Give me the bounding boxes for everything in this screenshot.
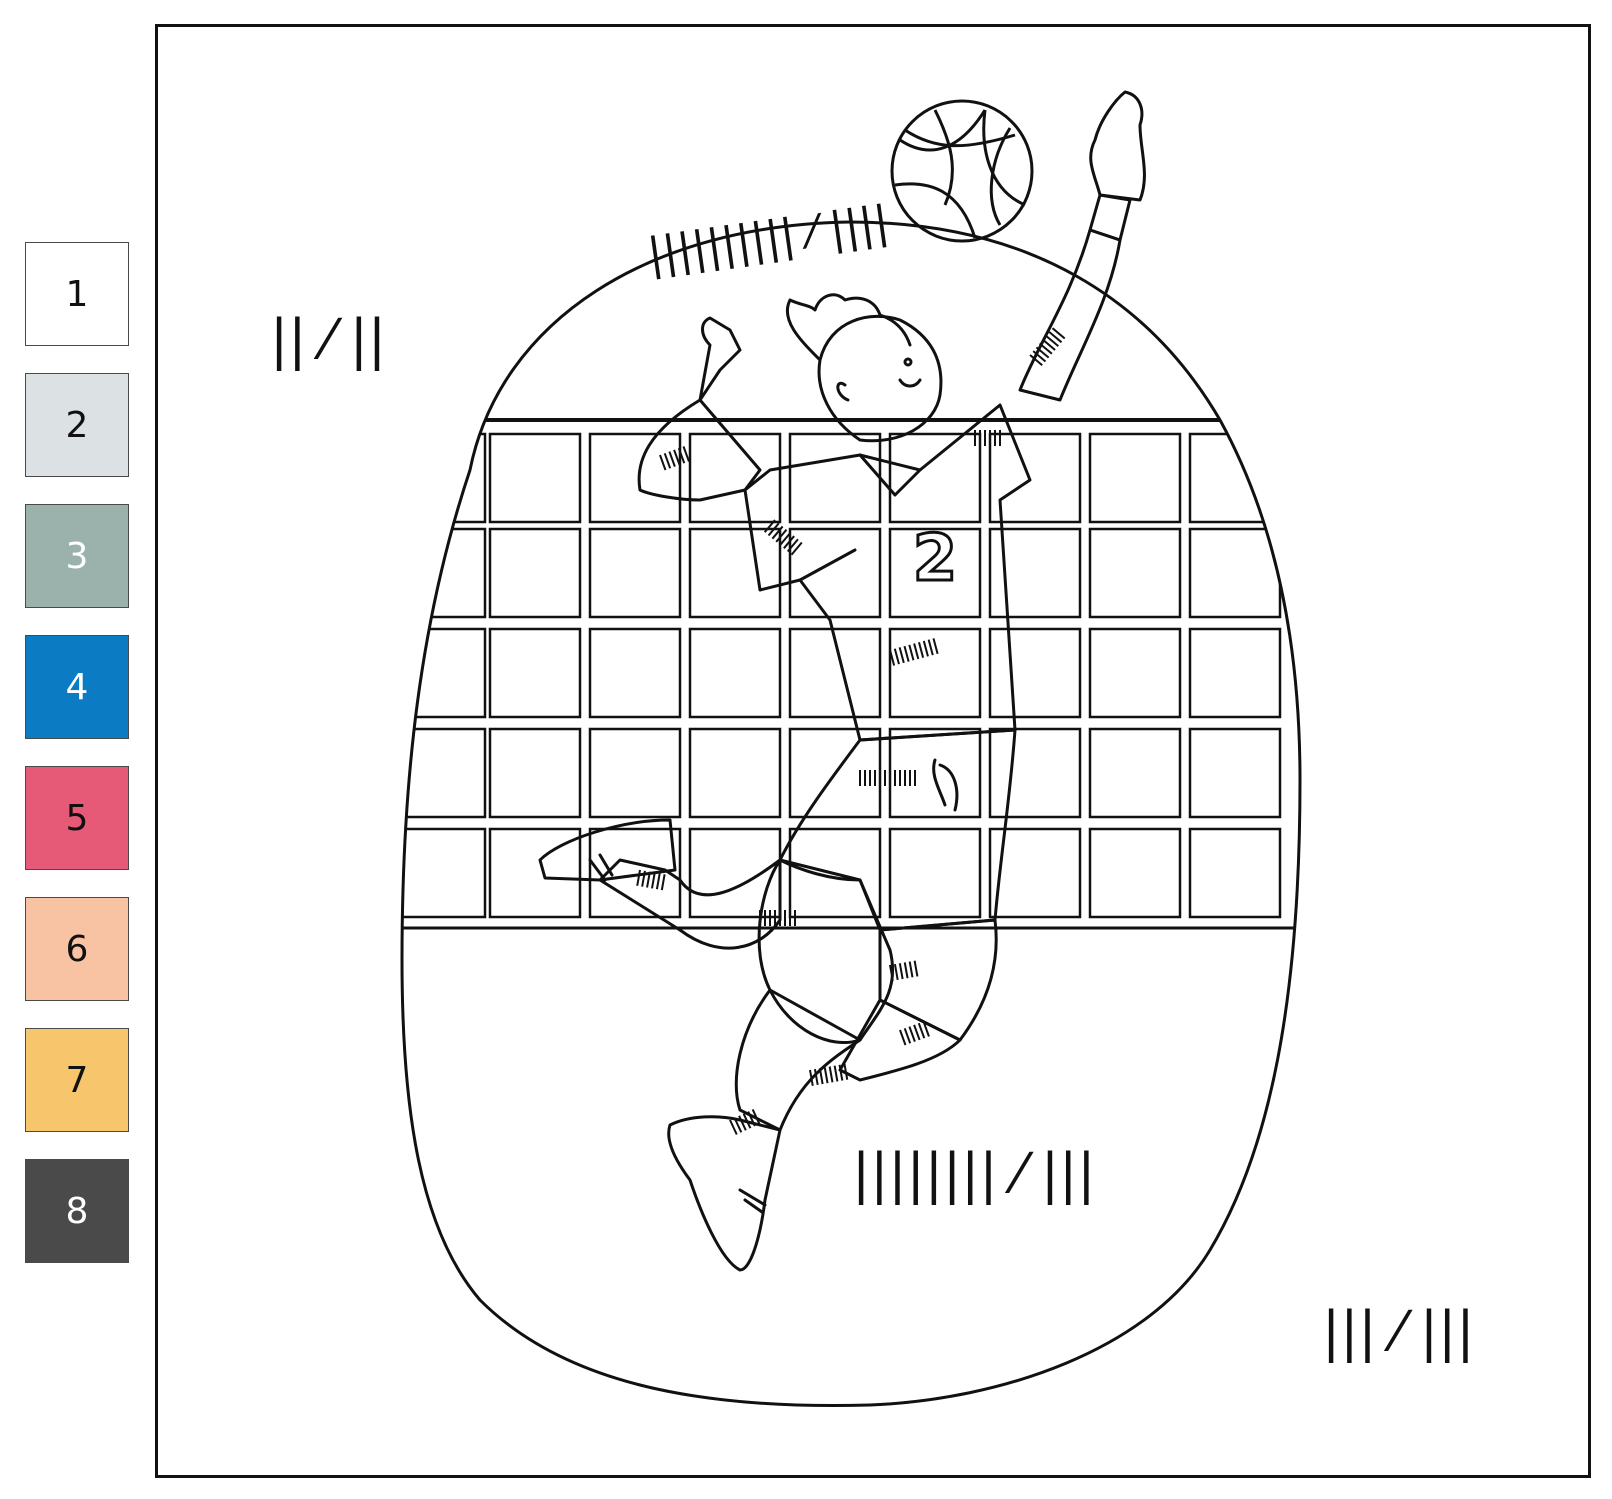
tally-top-left: || ⁄ || (270, 308, 387, 371)
hatch-marks (759, 910, 796, 926)
net-cell (688, 627, 782, 719)
color-swatch-3[interactable]: 3 (25, 504, 129, 608)
swatch-number: 2 (65, 404, 89, 446)
net-cell (488, 827, 582, 919)
swatch-number: 7 (65, 1059, 89, 1101)
net-cell (588, 727, 682, 819)
net-cell (788, 627, 882, 719)
hatch-marks (889, 960, 919, 981)
swatch-number: 6 (65, 928, 89, 970)
net-cell (588, 527, 682, 619)
swatch-number: 8 (65, 1190, 89, 1232)
hatch-marks (809, 1063, 849, 1086)
color-swatch-1[interactable]: 1 (25, 242, 129, 346)
net-cell (1088, 527, 1182, 619)
net-cell (1088, 727, 1182, 819)
net-cell (488, 727, 582, 819)
net-cell (888, 432, 982, 524)
net-cell (588, 827, 682, 919)
net-cell (688, 827, 782, 919)
body-region-hatching (636, 327, 1066, 1135)
net-cell (888, 527, 982, 619)
net-cell (588, 627, 682, 719)
net-cell (788, 527, 882, 619)
swatch-number: 4 (65, 666, 89, 708)
hatch-marks (899, 1021, 930, 1046)
color-swatch-8[interactable]: 8 (25, 1159, 129, 1263)
hatch-marks (636, 869, 666, 891)
net-cell (888, 627, 982, 719)
background-blob[interactable] (400, 220, 1302, 1407)
net-icon[interactable] (0, 0, 1320, 930)
color-swatch-6[interactable]: 6 (25, 897, 129, 1001)
swatch-number: 3 (65, 535, 89, 577)
color-swatch-4[interactable]: 4 (25, 635, 129, 739)
swatch-number: 1 (65, 273, 89, 315)
net-cell (402, 627, 487, 719)
net-cell (688, 527, 782, 619)
tally-bottom-center: |||||||| ⁄ ||| (852, 1142, 1096, 1205)
net-cell (788, 827, 882, 919)
net-cell (488, 627, 582, 719)
net-cell (1188, 527, 1282, 619)
net-cell (1188, 627, 1282, 719)
hatch-marks (729, 1109, 761, 1135)
net-cell (888, 827, 982, 919)
hatch-marks (889, 638, 939, 666)
net-cell (688, 432, 782, 524)
swatch-number: 5 (65, 797, 89, 839)
net-cell (688, 727, 782, 819)
hatch-marks (859, 770, 916, 786)
volleyball-icon[interactable] (890, 99, 1034, 243)
net-cell (988, 527, 1082, 619)
jersey-number: 2 (913, 522, 958, 596)
net-cell (988, 432, 1082, 524)
net-cell (988, 627, 1082, 719)
net-cell (1088, 627, 1182, 719)
net-cell (402, 432, 487, 524)
hatch-marks (763, 519, 803, 556)
net-cell (488, 527, 582, 619)
color-swatch-5[interactable]: 5 (25, 766, 129, 870)
net-cell (988, 827, 1082, 919)
net-cell (1188, 827, 1282, 919)
hatch-marks (1029, 327, 1066, 367)
coloring-canvas[interactable] (155, 24, 1591, 1478)
net-cell (1088, 827, 1182, 919)
hatch-marks (974, 430, 1001, 446)
net-cell (588, 432, 682, 524)
tally-bottom-right: ||| ⁄ ||| (1322, 1300, 1475, 1363)
net-cell (488, 432, 582, 524)
color-swatch-7[interactable]: 7 (25, 1028, 129, 1132)
net-cell (1088, 432, 1182, 524)
color-swatch-2[interactable]: 2 (25, 373, 129, 477)
player-icon[interactable] (538, 90, 1146, 1272)
net-cell (1188, 727, 1282, 819)
net-cell (402, 727, 487, 819)
hatch-marks (659, 446, 690, 471)
net-cell (788, 432, 882, 524)
net-cell (402, 827, 487, 919)
net-cell (988, 727, 1082, 819)
